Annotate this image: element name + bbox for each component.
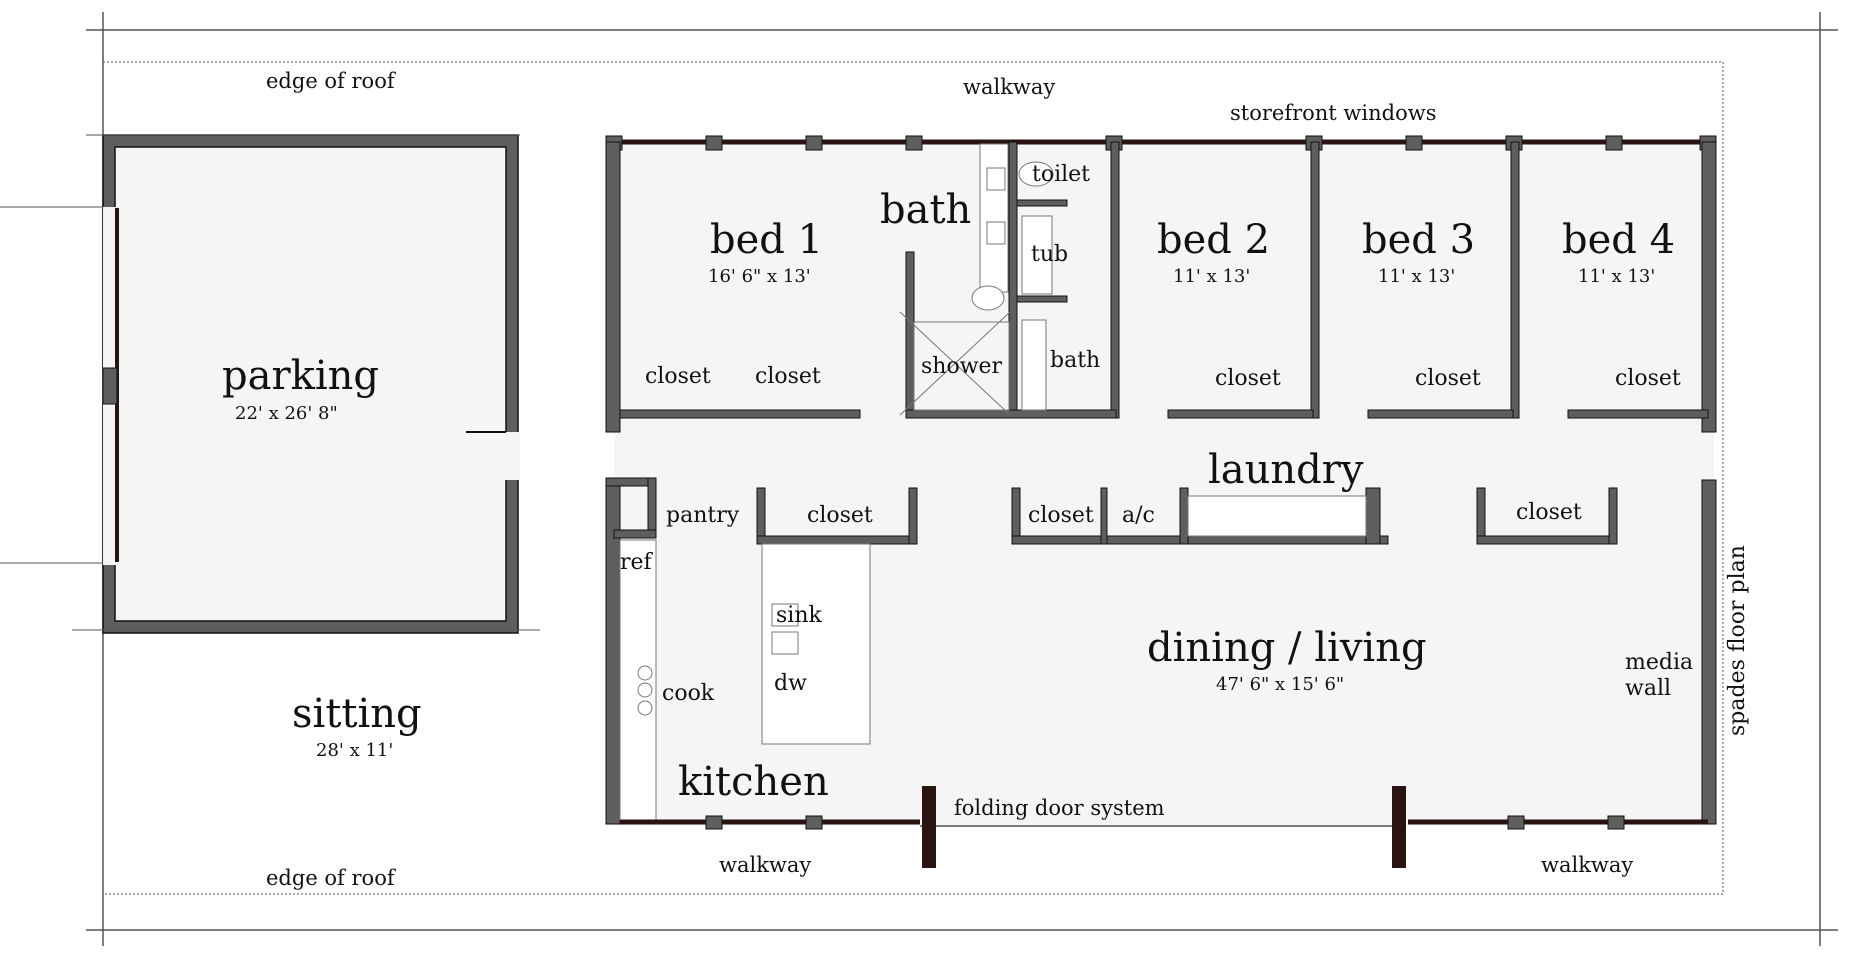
closet-label: closet (1516, 500, 1582, 525)
bed3-dims: 11' x 13' (1378, 266, 1456, 287)
walkway-bottom-left-label: walkway (719, 853, 812, 877)
main-house-structure (605, 135, 1717, 868)
edge-of-roof-bottom-label: edge of roof (266, 866, 395, 890)
bed1-dims: 16' 6" x 13' (708, 266, 811, 287)
bed1-room-label: bed 1 (710, 217, 824, 263)
dining-living-room-label: dining / living (1147, 625, 1427, 671)
cook-label: cook (662, 681, 715, 706)
media-wall-label-line2: wall (1625, 676, 1672, 701)
bed4-room-label: bed 4 (1562, 217, 1676, 263)
ref-label: ref (620, 550, 652, 575)
dw-label: dw (774, 671, 807, 696)
closet-label: closet (755, 364, 821, 389)
laundry-room-label: laundry (1208, 447, 1364, 493)
storefront-windows-label: storefront windows (1230, 101, 1437, 125)
closet-label: closet (1028, 503, 1094, 528)
walkway-top-label: walkway (963, 75, 1056, 99)
closet-label: closet (1215, 366, 1281, 391)
edge-of-roof-top-label: edge of roof (266, 69, 395, 93)
dining-living-dims: 47' 6" x 15' 6" (1216, 674, 1345, 695)
parking-structure (0, 134, 540, 634)
walkway-bottom-right-label: walkway (1541, 853, 1634, 877)
bed4-dims: 11' x 13' (1578, 266, 1656, 287)
parking-dims: 22' x 26' 8" (235, 403, 338, 424)
toilet-label: toilet (1032, 162, 1091, 187)
bath-room-label: bath (880, 187, 972, 233)
bath-small-label: bath (1050, 348, 1101, 373)
tub-label: tub (1031, 242, 1069, 267)
shower-label: shower (921, 354, 1003, 379)
parking-room-label: parking (222, 353, 379, 399)
ac-label: a/c (1122, 503, 1155, 528)
bed2-room-label: bed 2 (1157, 217, 1271, 263)
pantry-label: pantry (666, 503, 740, 528)
sink-label: sink (776, 603, 822, 628)
bed2-dims: 11' x 13' (1173, 266, 1251, 287)
kitchen-room-label: kitchen (678, 759, 829, 805)
closet-label: closet (1615, 366, 1681, 391)
sitting-dims: 28' x 11' (316, 740, 394, 761)
closet-label: closet (645, 364, 711, 389)
sitting-room-label: sitting (292, 691, 422, 737)
folding-door-system-label: folding door system (954, 796, 1165, 820)
bed3-room-label: bed 3 (1362, 217, 1476, 263)
closet-label: closet (1415, 366, 1481, 391)
media-wall-label-line1: media (1625, 650, 1694, 675)
closet-label: closet (807, 503, 873, 528)
plan-title-label: spades floor plan (1725, 545, 1750, 736)
